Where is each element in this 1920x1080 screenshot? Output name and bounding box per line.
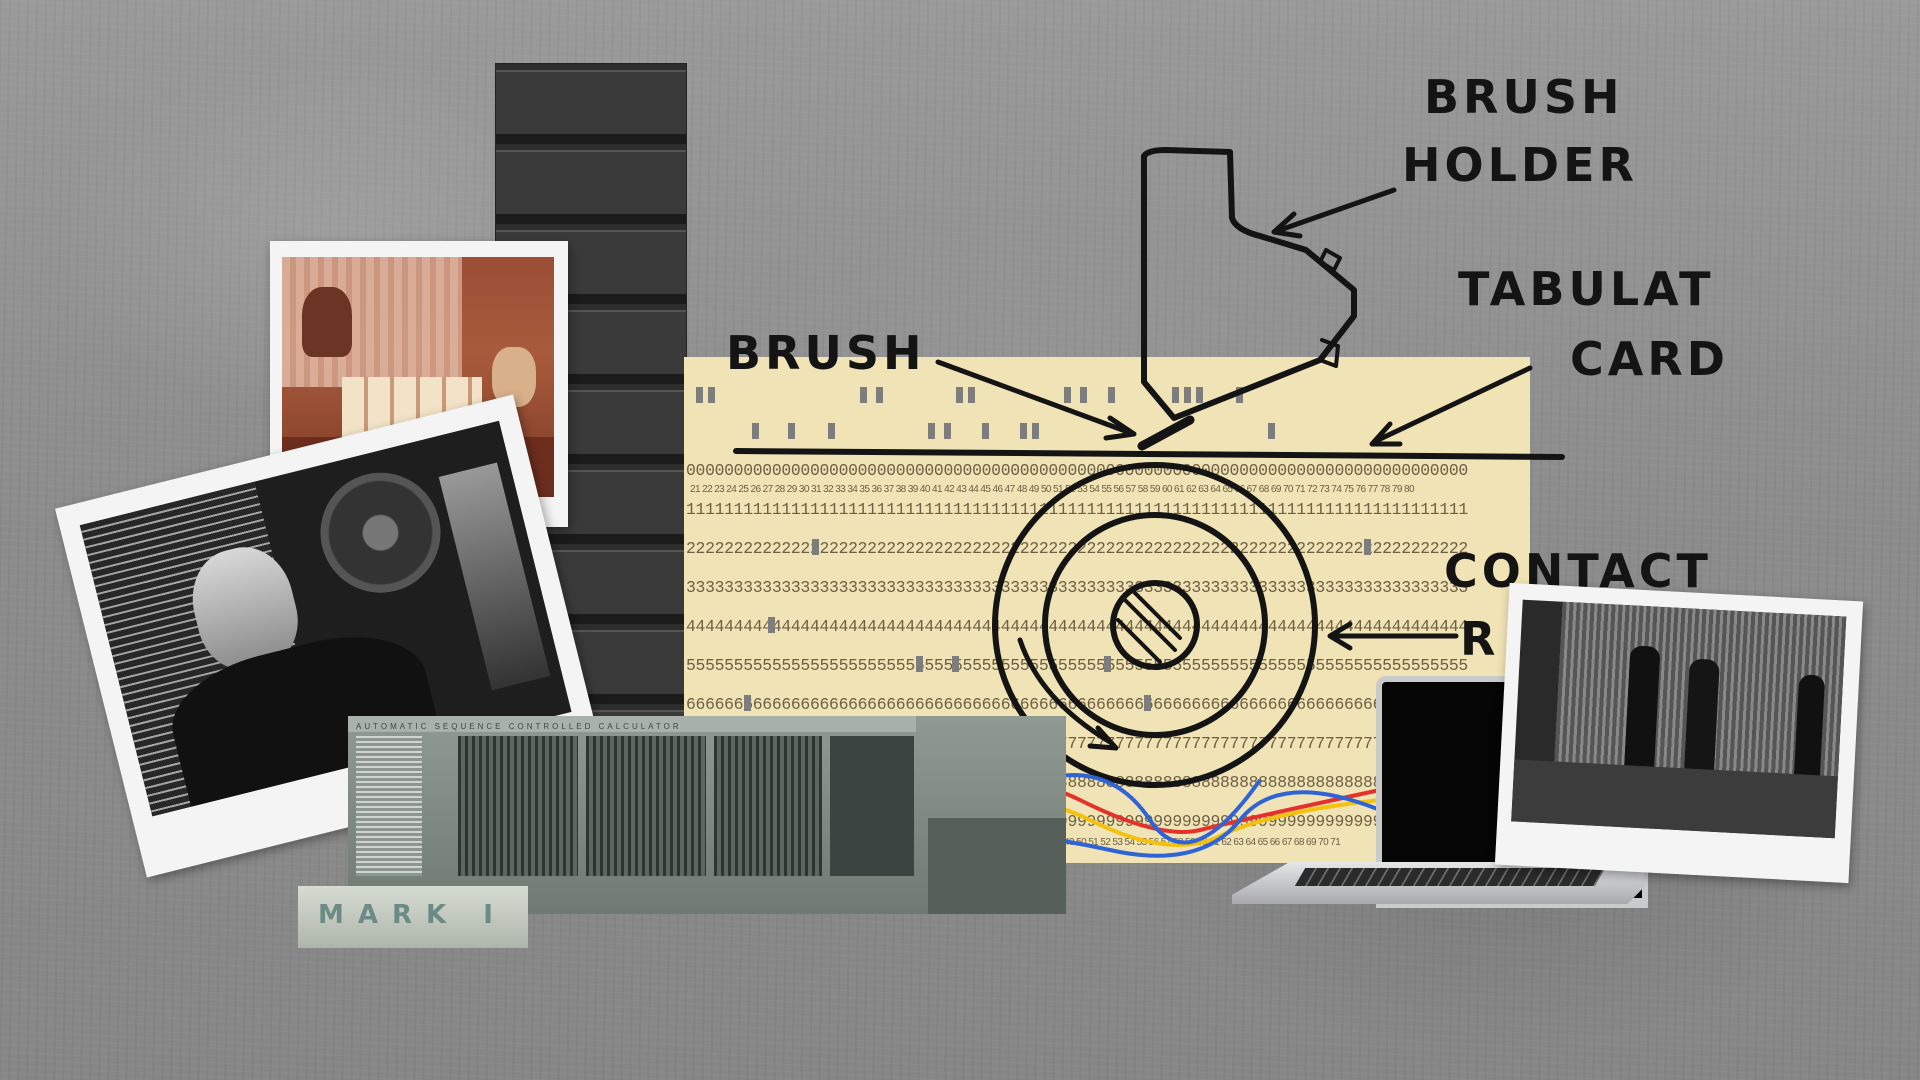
- card-punch-hole: [1144, 695, 1151, 711]
- brush-arrow: [935, 359, 1131, 435]
- card-row-4: 4444444444444444444444444444444444444444…: [686, 617, 1468, 636]
- card-punch-hole: [1268, 423, 1275, 439]
- card-punch-hole: [916, 656, 923, 672]
- contact-roller-inner: [1042, 512, 1268, 738]
- card-punch-hole: [876, 387, 883, 403]
- contact-roller-outer: [992, 462, 1318, 788]
- mark-i-header-text: AUTOMATIC SEQUENCE CONTROLLED CALCULATOR: [356, 722, 682, 731]
- card-punch-hole: [1020, 423, 1027, 439]
- card-row-3: 3333333333333333333333333333333333333333…: [686, 578, 1468, 597]
- card-punch-hole: [768, 617, 775, 633]
- card-row-0: 0000000000000000000000000000000000000000…: [686, 461, 1468, 480]
- label-card: CARD: [1570, 332, 1729, 386]
- card-row-5: 5555555555555555555555555555555555555555…: [686, 656, 1468, 675]
- label-brush-holder-line1: BRUSH: [1424, 70, 1624, 124]
- brush-holder-arrow: [1277, 187, 1397, 233]
- mark-i-plate-text: MARK I: [318, 900, 507, 930]
- mark-i-control-panel: [830, 736, 914, 876]
- laptop-keyboard: [1294, 868, 1606, 886]
- brush-holder-outline: [1141, 147, 1357, 421]
- card-punch-hole: [1364, 539, 1371, 555]
- label-tabulat: TABULAT: [1458, 262, 1715, 316]
- card-punch-hole: [1032, 423, 1039, 439]
- card-punch-hole: [1184, 387, 1191, 403]
- card-punch-hole: [860, 387, 867, 403]
- card-punch-hole: [812, 539, 819, 555]
- card-punch-hole: [944, 423, 951, 439]
- label-r: R: [1460, 612, 1500, 666]
- contact-roller-axle: [1110, 580, 1200, 670]
- card-punch-hole: [956, 387, 963, 403]
- card-punch-hole: [696, 387, 703, 403]
- card-punch-hole: [744, 695, 751, 711]
- card-edge-line: [733, 448, 1565, 460]
- mark-i-nameplate: MARK I: [298, 886, 528, 948]
- label-brush-holder-line2: HOLDER: [1402, 138, 1638, 192]
- mark-i-console: [928, 818, 1066, 914]
- card-punch-hole: [968, 387, 975, 403]
- brush-bristle: [1137, 415, 1195, 451]
- mark-i-header-bar: AUTOMATIC SEQUENCE CONTROLLED CALCULATOR: [348, 716, 916, 732]
- card-arrow: [1375, 365, 1533, 443]
- card-punch-hole: [828, 423, 835, 439]
- mark-i-machine-image: AUTOMATIC SEQUENCE CONTROLLED CALCULATOR: [348, 716, 1066, 914]
- rotation-arrow: [1017, 637, 1113, 745]
- operators-at-machine-photo: [1511, 599, 1847, 839]
- card-punch-hole: [1108, 387, 1115, 403]
- card-punch-hole: [708, 387, 715, 403]
- polaroid-operators-photo: [1494, 582, 1864, 884]
- card-punch-hole: [928, 423, 935, 439]
- card-punch-hole: [1172, 387, 1179, 403]
- card-punch-hole: [952, 656, 959, 672]
- card-punch-hole: [1104, 656, 1111, 672]
- card-column-numbers: 21 22 23 24 25 26 27 28 29 30 31 32 33 3…: [690, 484, 1415, 495]
- card-punch-hole: [1196, 387, 1203, 403]
- card-punch-hole: [752, 423, 759, 439]
- card-punch-hole: [982, 423, 989, 439]
- mark-i-panel: [586, 736, 706, 876]
- card-punch-hole: [788, 423, 795, 439]
- mark-i-panel: [458, 736, 578, 876]
- label-brush: BRUSH: [726, 326, 926, 380]
- mark-i-panel: [714, 736, 822, 876]
- card-punch-hole: [1080, 387, 1087, 403]
- card-punch-hole: [1064, 387, 1071, 403]
- mark-i-panel: [356, 736, 422, 876]
